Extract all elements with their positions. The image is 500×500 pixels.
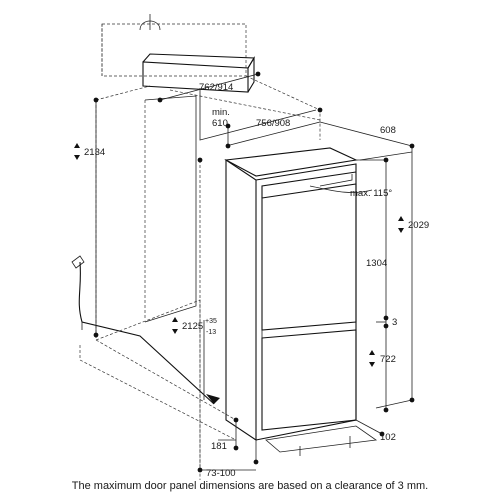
label-tolerance-plus: +35	[205, 318, 217, 325]
arrow-2029	[398, 216, 404, 221]
diagram-drawing: 2134 762/914 min. 610 756/908 608 max. 1…	[71, 14, 429, 480]
label-lower-door: 722	[380, 354, 396, 365]
arrow-2125	[172, 317, 178, 322]
label-door-angle: max. 115°	[350, 188, 392, 199]
label-appliance-height: 2029	[408, 220, 429, 231]
water-connection	[71, 255, 220, 405]
label-upper-section: 1304	[366, 258, 387, 269]
label-base-depth: 181	[211, 441, 227, 452]
label-gap: 3	[392, 317, 397, 328]
label-niche-depth-range: 762/914	[199, 82, 233, 93]
dimension-lines	[95, 73, 413, 471]
footnote-caption: The maximum door panel dimensions are ba…	[71, 480, 429, 492]
label-plinth-range: 73-100	[206, 468, 236, 479]
label-niche-inner-height: 2125	[182, 321, 203, 332]
dimension-dots	[93, 71, 415, 473]
label-min: min.	[212, 107, 230, 118]
top-vent-block	[139, 14, 255, 93]
label-niche-height: 2134	[84, 147, 105, 158]
label-min-value: 610	[212, 118, 228, 129]
height-arrows	[74, 143, 404, 367]
arrow-2134	[74, 143, 80, 148]
label-width-range: 756/908	[256, 118, 290, 129]
niche-back-wall	[144, 95, 197, 323]
label-tolerance-minus: -13	[206, 329, 216, 336]
arrow-722	[369, 350, 375, 355]
label-appliance-depth: 608	[380, 125, 396, 136]
label-plinth-depth: 102	[380, 432, 396, 443]
